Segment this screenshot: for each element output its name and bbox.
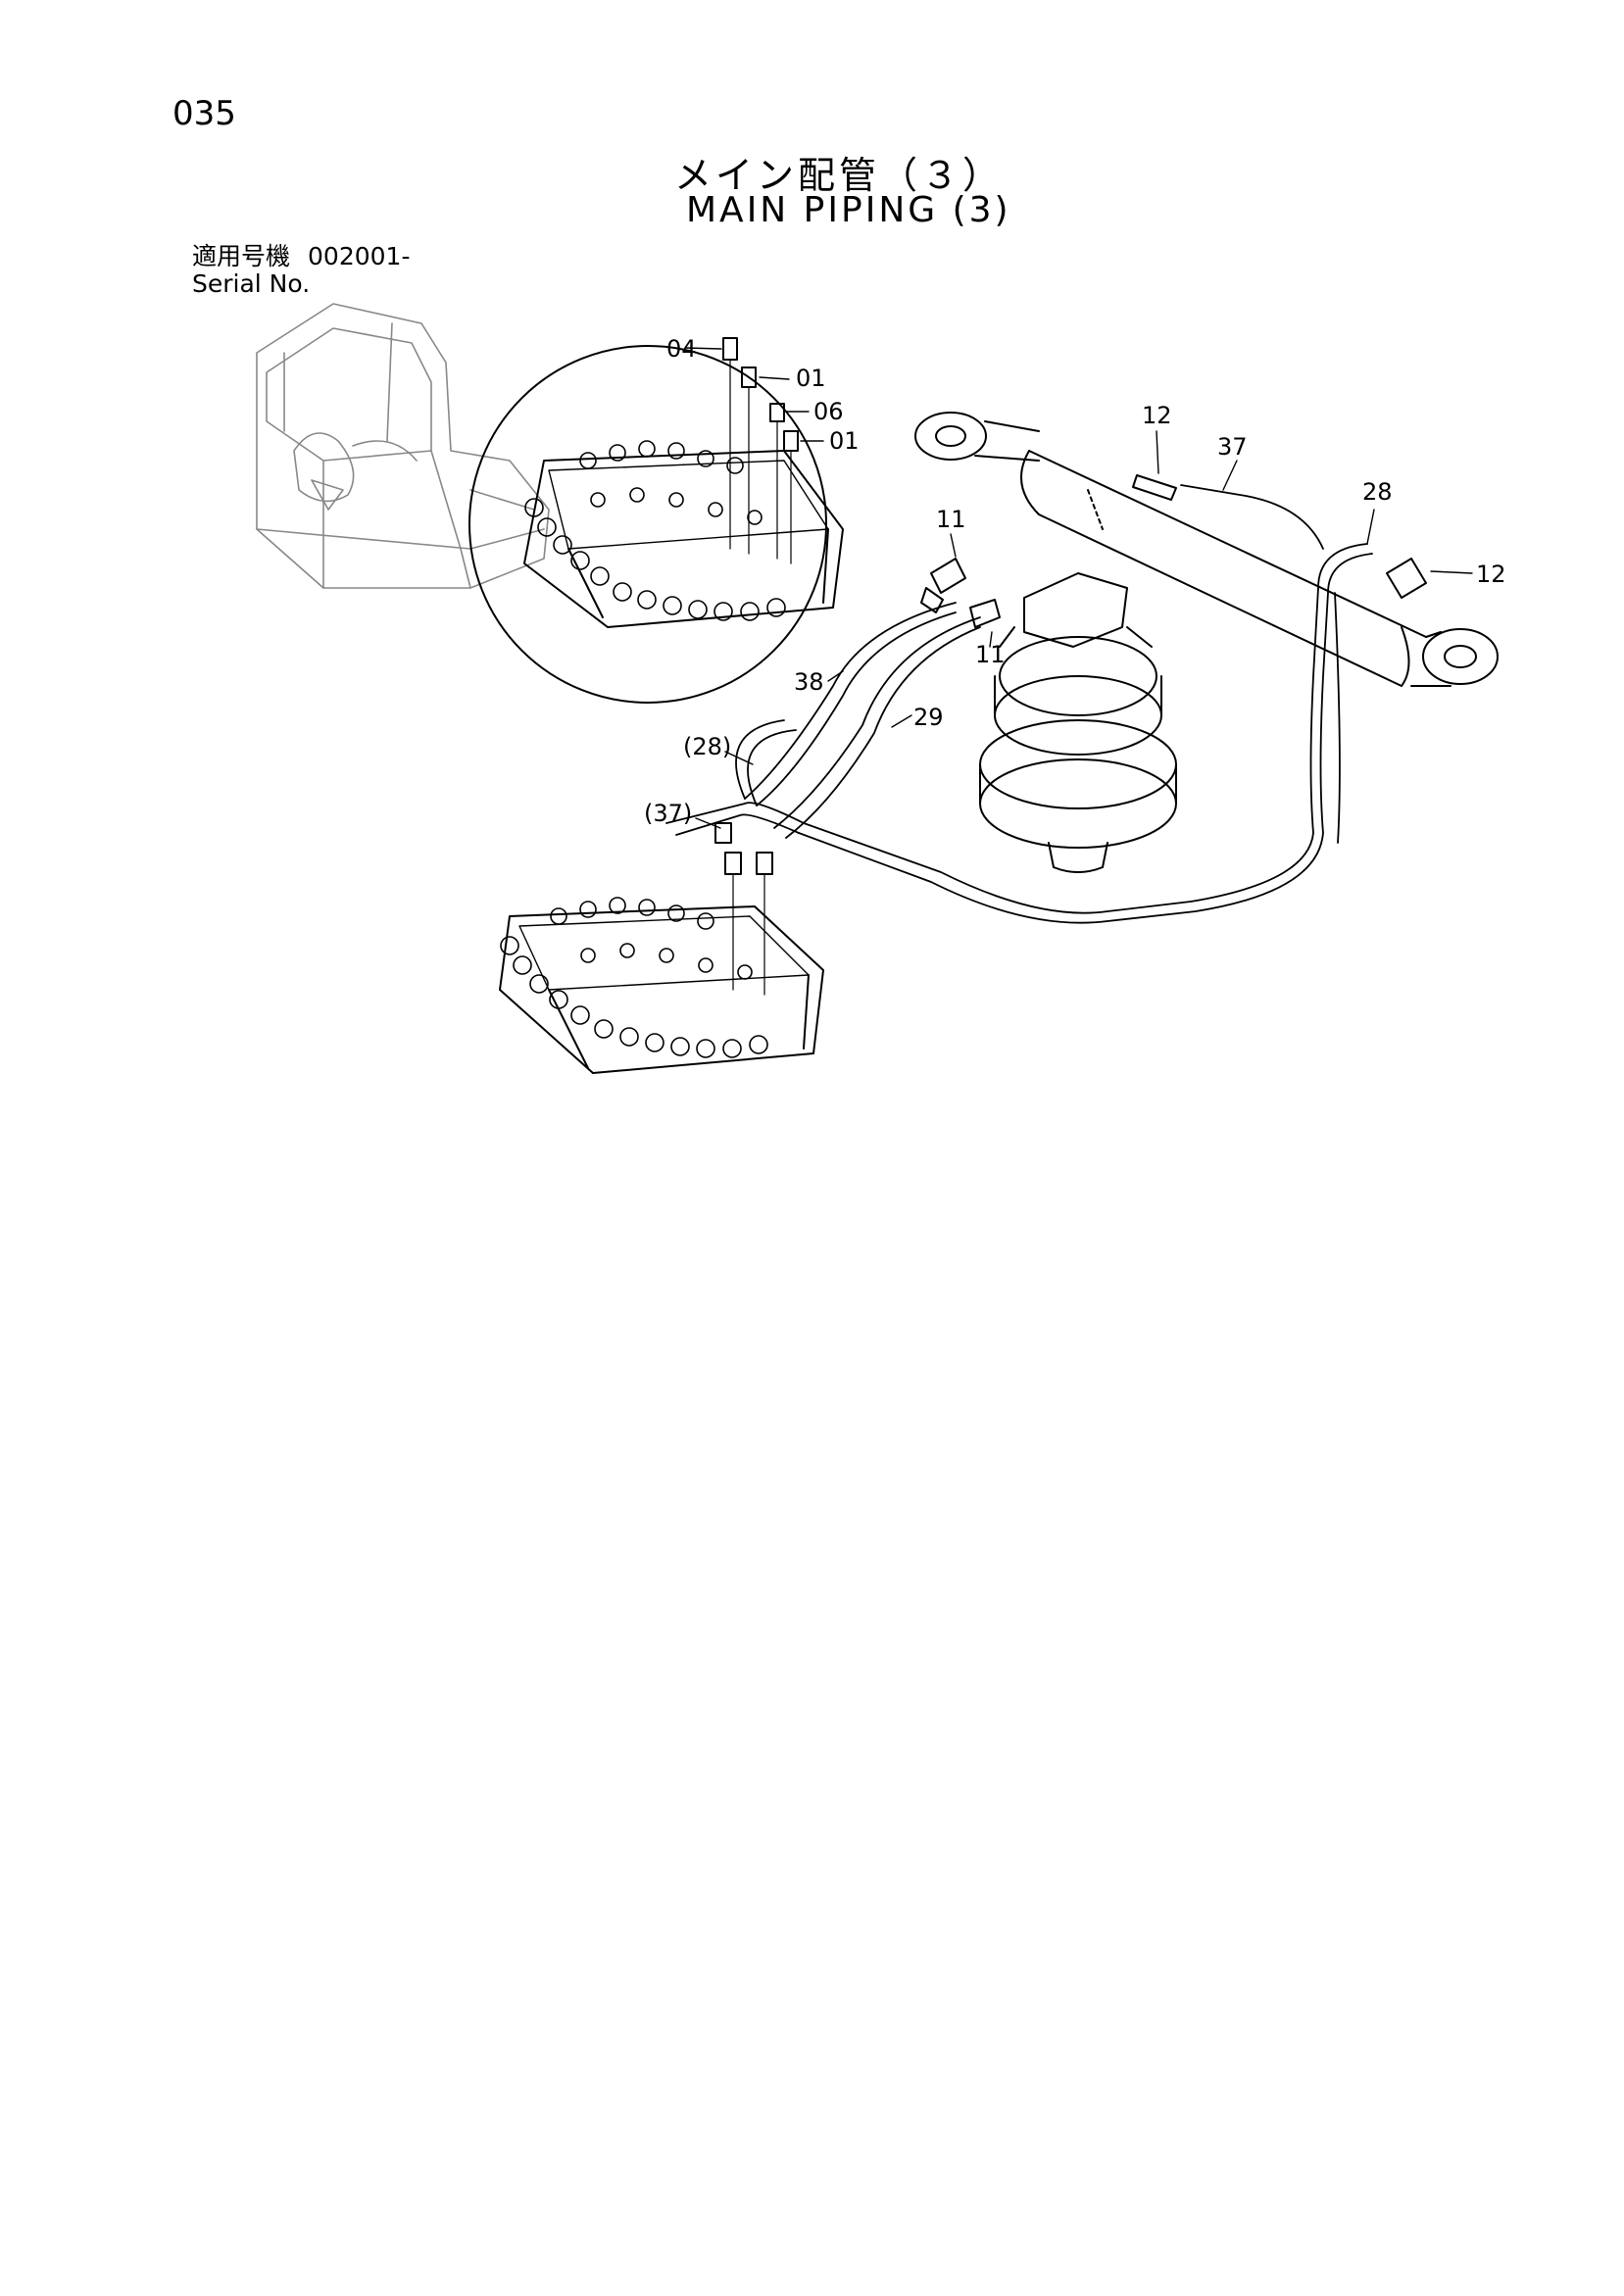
page-number: 035: [172, 94, 236, 133]
callout-29: 29: [913, 704, 944, 731]
callout-06: 06: [813, 398, 844, 425]
hose-38-29: [735, 602, 981, 839]
callout-11-lower: 11: [975, 641, 1006, 668]
callout-01-upper: 01: [796, 365, 826, 392]
callout-04: 04: [666, 335, 697, 363]
page-title-english: MAIN PIPING (3): [686, 190, 1011, 230]
page-title-japanese: メイン配管（３）: [674, 154, 1005, 197]
callout-28: 28: [1362, 478, 1393, 506]
callout-12-lower: 12: [1476, 561, 1506, 588]
callout-01-lower: 01: [829, 427, 860, 455]
applicability-block: 適用号機 002001- Serial No.: [192, 243, 410, 298]
leader-lines: [695, 430, 1473, 829]
detail-magnifier: [468, 337, 844, 704]
control-valve: [499, 822, 824, 1074]
callout-labels: 04 01 06 01 12 37 28 12 11 11 38 29 (28)…: [644, 335, 1506, 827]
callout-37-paren: (37): [644, 800, 692, 827]
applicability-label-ja: 適用号機: [192, 242, 291, 270]
callout-12-upper: 12: [1142, 402, 1172, 429]
serial-range: 002001-: [308, 242, 411, 270]
callout-28-paren: (28): [683, 733, 731, 760]
swing-motor: [979, 572, 1177, 873]
callout-11-upper: 11: [936, 506, 966, 533]
elbow-fittings: [920, 558, 1001, 628]
hose-lines: [665, 484, 1373, 924]
callout-38: 38: [794, 668, 824, 696]
applicability-label-en: Serial No.: [192, 269, 311, 298]
hydraulic-cylinder: [914, 412, 1499, 687]
machine-thumbnail: [256, 303, 550, 589]
callout-37: 37: [1217, 433, 1248, 461]
